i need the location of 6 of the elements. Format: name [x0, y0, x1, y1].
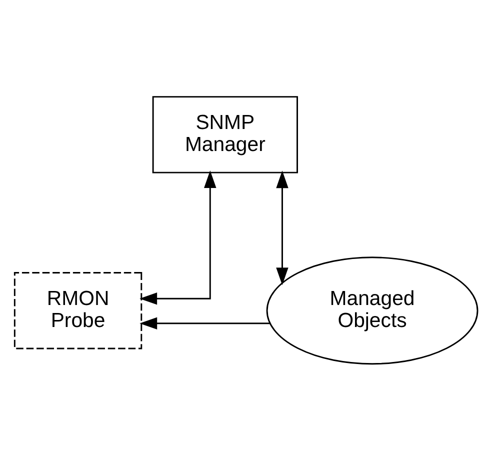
- node-ellipse: Managed Objects: [266, 256, 478, 365]
- node-box: RMON Probe: [14, 272, 142, 350]
- arrow: [140, 170, 216, 305]
- node-box: SNMP Manager: [152, 96, 298, 174]
- arrow: [140, 317, 270, 330]
- arrow: [276, 170, 288, 286]
